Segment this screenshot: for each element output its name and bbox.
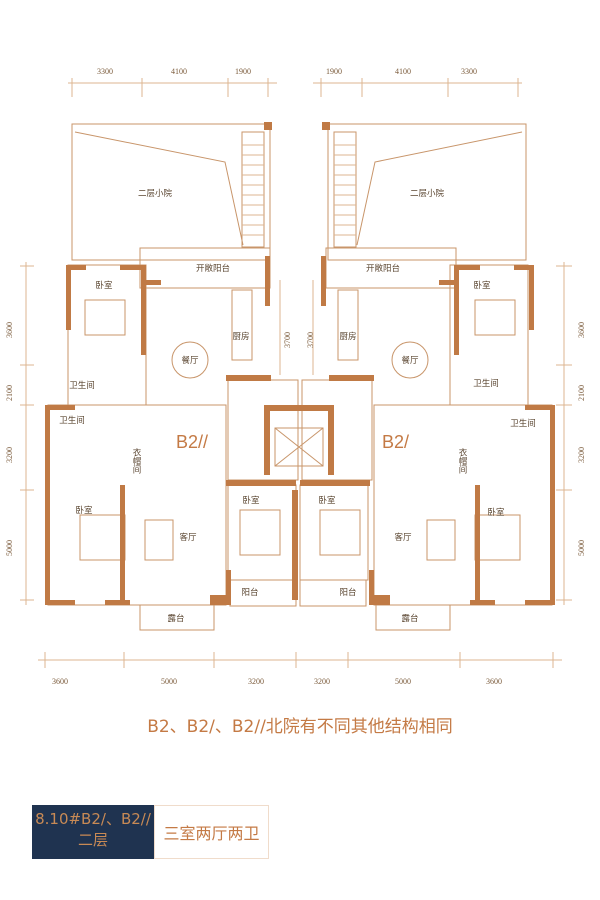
top-dimension-lines xyxy=(68,78,522,97)
dim-bottom-2: 5000 xyxy=(161,677,177,686)
right-bath-1-label: 卫生间 xyxy=(473,378,499,389)
right-terrace-label: 露台 xyxy=(401,613,418,624)
dim-top-right-3: 3300 xyxy=(461,67,477,76)
left-kitchen-label: 厨房 xyxy=(232,331,249,342)
building-label: 8.10#B2/、B2// xyxy=(35,810,151,828)
left-closet-label: 衣帽间 xyxy=(131,447,141,474)
dim-bottom-6: 3600 xyxy=(486,677,502,686)
left-unit-plan xyxy=(45,122,299,631)
elevator-core xyxy=(264,405,334,475)
left-courtyard-label: 二层小院 xyxy=(138,188,173,199)
left-open-balcony-label: 开敞阳台 xyxy=(196,263,230,274)
dim-right-3: 3200 xyxy=(577,447,586,463)
dim-top-right-2: 4100 xyxy=(395,67,411,76)
dim-right-2: 2100 xyxy=(577,385,586,401)
dim-right-4: 5000 xyxy=(577,540,586,556)
dim-top-left-2: 4100 xyxy=(171,67,187,76)
dim-bottom-1: 3600 xyxy=(52,677,68,686)
right-balcony-label: 阳台 xyxy=(339,587,356,598)
bottom-dimension-lines xyxy=(38,652,562,668)
dim-right-1: 3600 xyxy=(577,322,586,338)
structure-note: B2、B2/、B2//北院有不同其他结构相同 xyxy=(147,717,453,737)
dim-middle-1: 3700 xyxy=(283,332,292,348)
left-dining-label: 餐厅 xyxy=(181,356,199,366)
right-unit-name: B2/ xyxy=(382,432,409,452)
right-dining-label: 餐厅 xyxy=(401,356,419,366)
dim-middle-2: 3700 xyxy=(306,332,315,348)
building-floor-tag: 8.10#B2/、B2// 二层 xyxy=(32,805,154,859)
dim-left-3: 3200 xyxy=(5,447,14,463)
right-bedroom-north-label: 卧室 xyxy=(473,280,491,291)
unit-tag: 8.10#B2/、B2// 二层 三室两厅两卫 xyxy=(32,805,269,859)
dim-top-left-3: 1900 xyxy=(235,67,251,76)
left-balcony-label: 阳台 xyxy=(241,587,258,598)
left-bedroom-south-label: 卧室 xyxy=(75,505,93,516)
right-kitchen-label: 厨房 xyxy=(339,331,356,342)
layout-label: 三室两厅两卫 xyxy=(154,805,269,859)
left-living-label: 客厅 xyxy=(179,532,197,543)
right-living-label: 客厅 xyxy=(394,532,412,543)
left-bath-2-label: 卫生间 xyxy=(59,415,85,426)
side-dimension-lines xyxy=(20,262,572,605)
floor-label: 二层 xyxy=(77,831,108,849)
dim-bottom-5: 5000 xyxy=(395,677,411,686)
dim-top-left-1: 3300 xyxy=(97,67,113,76)
left-bedroom-middle-label: 卧室 xyxy=(242,495,260,506)
dim-left-2: 2100 xyxy=(5,385,14,401)
right-bedroom-south-label: 卧室 xyxy=(487,507,505,518)
left-bath-1-label: 卫生间 xyxy=(69,380,95,391)
right-closet-label: 衣帽间 xyxy=(457,447,467,474)
left-bedroom-north-label: 卧室 xyxy=(95,280,113,291)
dim-bottom-4: 3200 xyxy=(314,677,330,686)
dim-top-right-1: 1900 xyxy=(326,67,342,76)
right-open-balcony-label: 开敞阳台 xyxy=(366,263,400,274)
left-unit-name: B2// xyxy=(176,432,208,452)
left-terrace-label: 露台 xyxy=(167,613,184,624)
dim-bottom-3: 3200 xyxy=(248,677,264,686)
dim-left-4: 5000 xyxy=(5,540,14,556)
dim-left-1: 3600 xyxy=(5,322,14,338)
right-courtyard-label: 二层小院 xyxy=(410,188,445,199)
right-unit-plan xyxy=(299,122,555,631)
right-bedroom-middle-label: 卧室 xyxy=(318,495,336,506)
right-bath-2-label: 卫生间 xyxy=(510,418,536,429)
